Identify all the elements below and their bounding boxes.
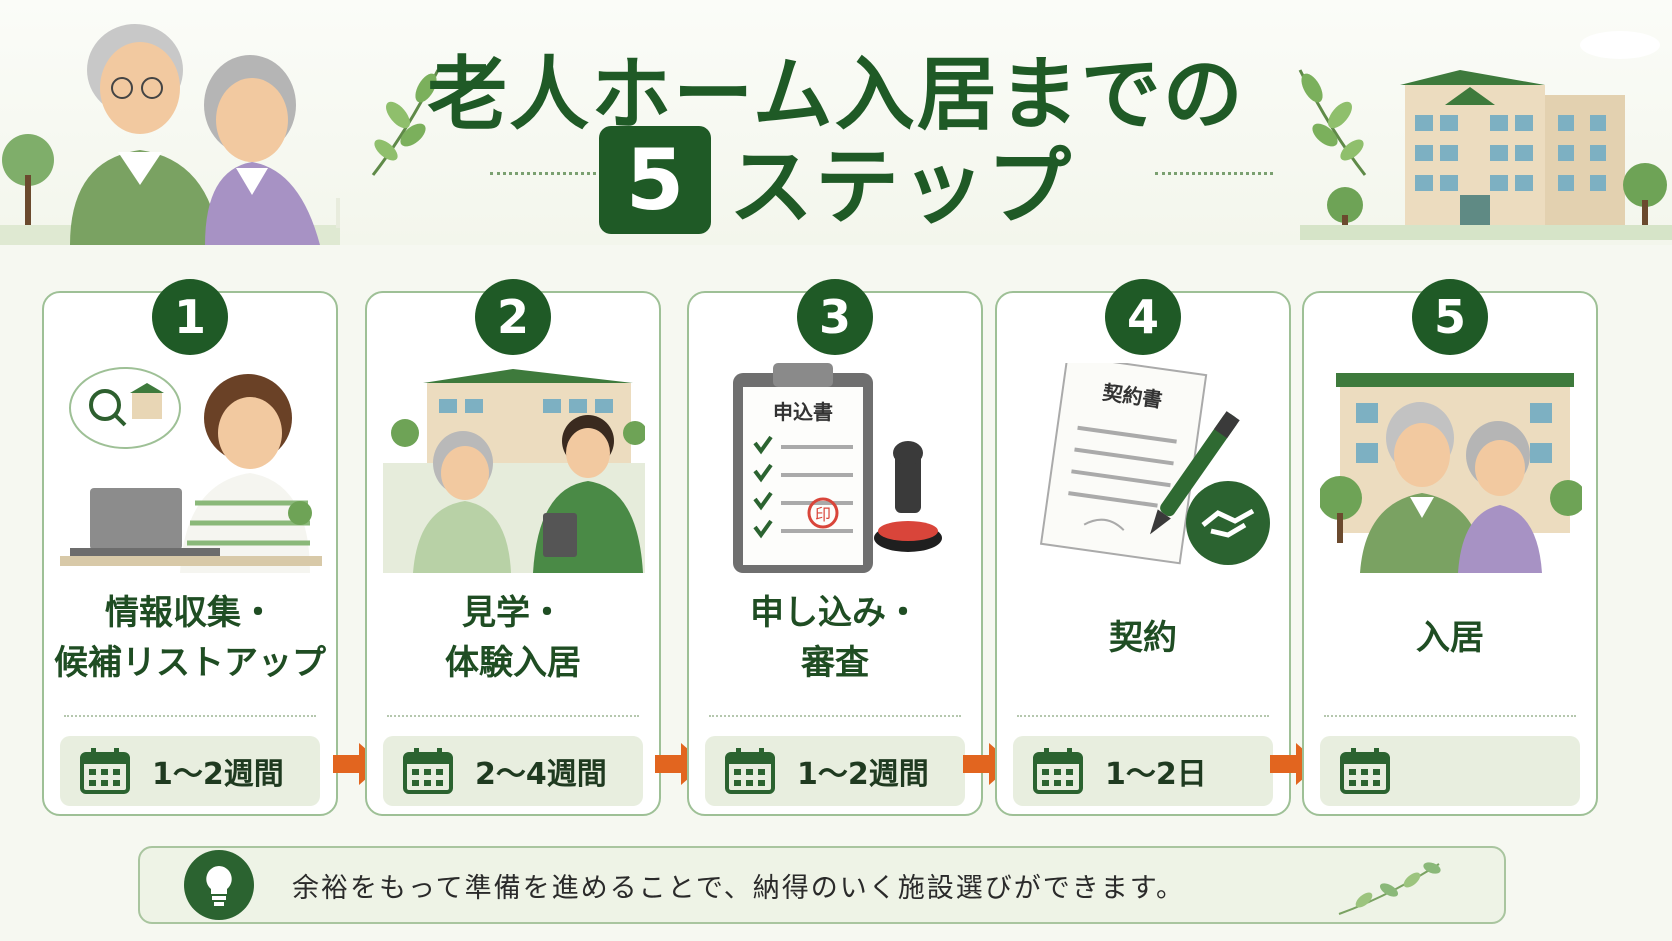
application-clipboard-illustration: 申込書 印 — [733, 363, 942, 573]
step-number-badge: 1 — [152, 279, 228, 355]
calendar-icon — [403, 748, 453, 794]
clipboard-form-label: 申込書 — [773, 400, 833, 424]
step-title: 見学・ 体験入居 — [367, 583, 659, 693]
step-title-line2: 候補リストアップ — [54, 643, 326, 683]
step-title-line2: 審査 — [801, 643, 869, 683]
title-divider-right — [1155, 172, 1273, 175]
duration-box: 1～2週間 — [60, 736, 320, 806]
card-divider — [1017, 715, 1269, 717]
card-divider — [1324, 715, 1576, 717]
nursing-home-building-illustration — [1300, 31, 1672, 240]
contract-illustration: 契約書 — [1039, 363, 1270, 565]
step-number-badge: 4 — [1105, 279, 1181, 355]
step-title-line2: 体験入居 — [445, 643, 581, 683]
card-divider — [387, 715, 639, 717]
page-title: 老人ホーム入居までの — [427, 48, 1245, 141]
subtitle-text: ステップ — [728, 137, 1073, 236]
header-banner: 老人ホーム入居までの 5 ステップ — [0, 0, 1672, 245]
move-in-illustration — [1320, 373, 1582, 573]
duration-text: 1～2日 — [1105, 757, 1207, 792]
step-title-line1: 情報収集・ — [105, 593, 275, 633]
card-divider — [64, 715, 316, 717]
step-title-line1: 申し込み・ — [750, 593, 920, 633]
calendar-icon — [80, 748, 130, 794]
step-count-badge: 5 — [598, 126, 711, 234]
leaf-sprig-decoration — [1298, 69, 1367, 176]
tip-banner: 余裕をもって準備を進めることで、納得のいく施設選びができます。 — [138, 846, 1506, 924]
step-card-3: 3 申込書 印 申し込み・ 審査 1～2週間 — [687, 279, 983, 816]
step-title: 契約 — [997, 583, 1289, 693]
card-divider — [709, 715, 961, 717]
lightbulb-icon — [184, 850, 254, 920]
step-card-5: 5 入居 — [1302, 279, 1598, 816]
step-number-badge: 5 — [1412, 279, 1488, 355]
step-title: 入居 — [1304, 583, 1596, 693]
leaf-sprig-decoration — [1338, 862, 1441, 915]
step-card-4: 4 契約書 契約 1～2日 — [995, 279, 1291, 816]
page-subtitle: 5 ステップ — [0, 125, 1672, 236]
duration-box — [1320, 736, 1580, 806]
seal-mark-label: 印 — [815, 505, 831, 524]
calendar-icon — [1340, 748, 1390, 794]
facility-tour-illustration — [383, 369, 645, 573]
duration-box: 1～2日 — [1013, 736, 1273, 806]
step-card-2: 2 見学・ 体験入居 2～4週間 — [365, 279, 661, 816]
step-card-1: 1 情報収集・ 候補リストアップ 1～2週間 — [42, 279, 338, 816]
laptop-search-illustration — [60, 367, 322, 573]
duration-text: 2～4週間 — [475, 757, 607, 792]
step-title-line1: 入居 — [1416, 618, 1484, 658]
calendar-icon — [1033, 748, 1083, 794]
elderly-couple-illustration — [0, 24, 340, 245]
step-number-badge: 3 — [797, 279, 873, 355]
duration-box: 1～2週間 — [705, 736, 965, 806]
step-title-line1: 見学・ — [462, 593, 564, 633]
leaf-sprig-decoration — [371, 69, 440, 176]
step-title: 情報収集・ 候補リストアップ — [44, 583, 336, 693]
step-title-line1: 契約 — [1109, 618, 1177, 658]
step-title: 申し込み・ 審査 — [689, 583, 981, 693]
tip-text: 余裕をもって準備を進めることで、納得のいく施設選びができます。 — [292, 872, 1186, 904]
duration-box: 2～4週間 — [383, 736, 643, 806]
calendar-icon — [725, 748, 775, 794]
steps-container: 1 情報収集・ 候補リストアップ 1～2週間 — [0, 279, 1672, 820]
duration-text: 1～2週間 — [797, 757, 929, 792]
step-number-badge: 2 — [475, 279, 551, 355]
duration-text: 1～2週間 — [152, 757, 284, 792]
title-divider-left — [490, 172, 608, 175]
